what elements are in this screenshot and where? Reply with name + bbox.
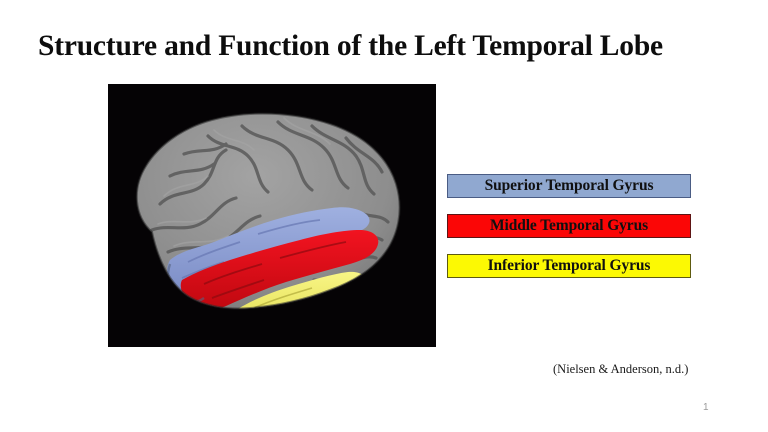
cortex-outline (135, 112, 401, 310)
page-number: 1 (703, 402, 709, 413)
legend-label-inferior: Inferior Temporal Gyrus (487, 257, 651, 274)
citation-text: (Nielsen & Anderson, n.d.) (553, 362, 689, 376)
brain-anatomy-image (108, 84, 436, 347)
brain-illustration (108, 84, 436, 347)
sulci-lines (150, 120, 390, 282)
legend-label-superior: Superior Temporal Gyrus (484, 177, 654, 194)
legend-item-middle-temporal-gyrus: Middle Temporal Gyrus (447, 214, 691, 238)
legend-item-inferior-temporal-gyrus: Inferior Temporal Gyrus (447, 254, 691, 278)
legend-item-superior-temporal-gyrus: Superior Temporal Gyrus (447, 174, 691, 198)
legend-label-middle: Middle Temporal Gyrus (489, 217, 649, 234)
cortex-body (136, 113, 400, 309)
middle-temporal-gyrus-region (180, 230, 379, 309)
legend: Superior Temporal Gyrus Middle Temporal … (447, 174, 691, 278)
page-title: Structure and Function of the Left Tempo… (38, 30, 663, 62)
